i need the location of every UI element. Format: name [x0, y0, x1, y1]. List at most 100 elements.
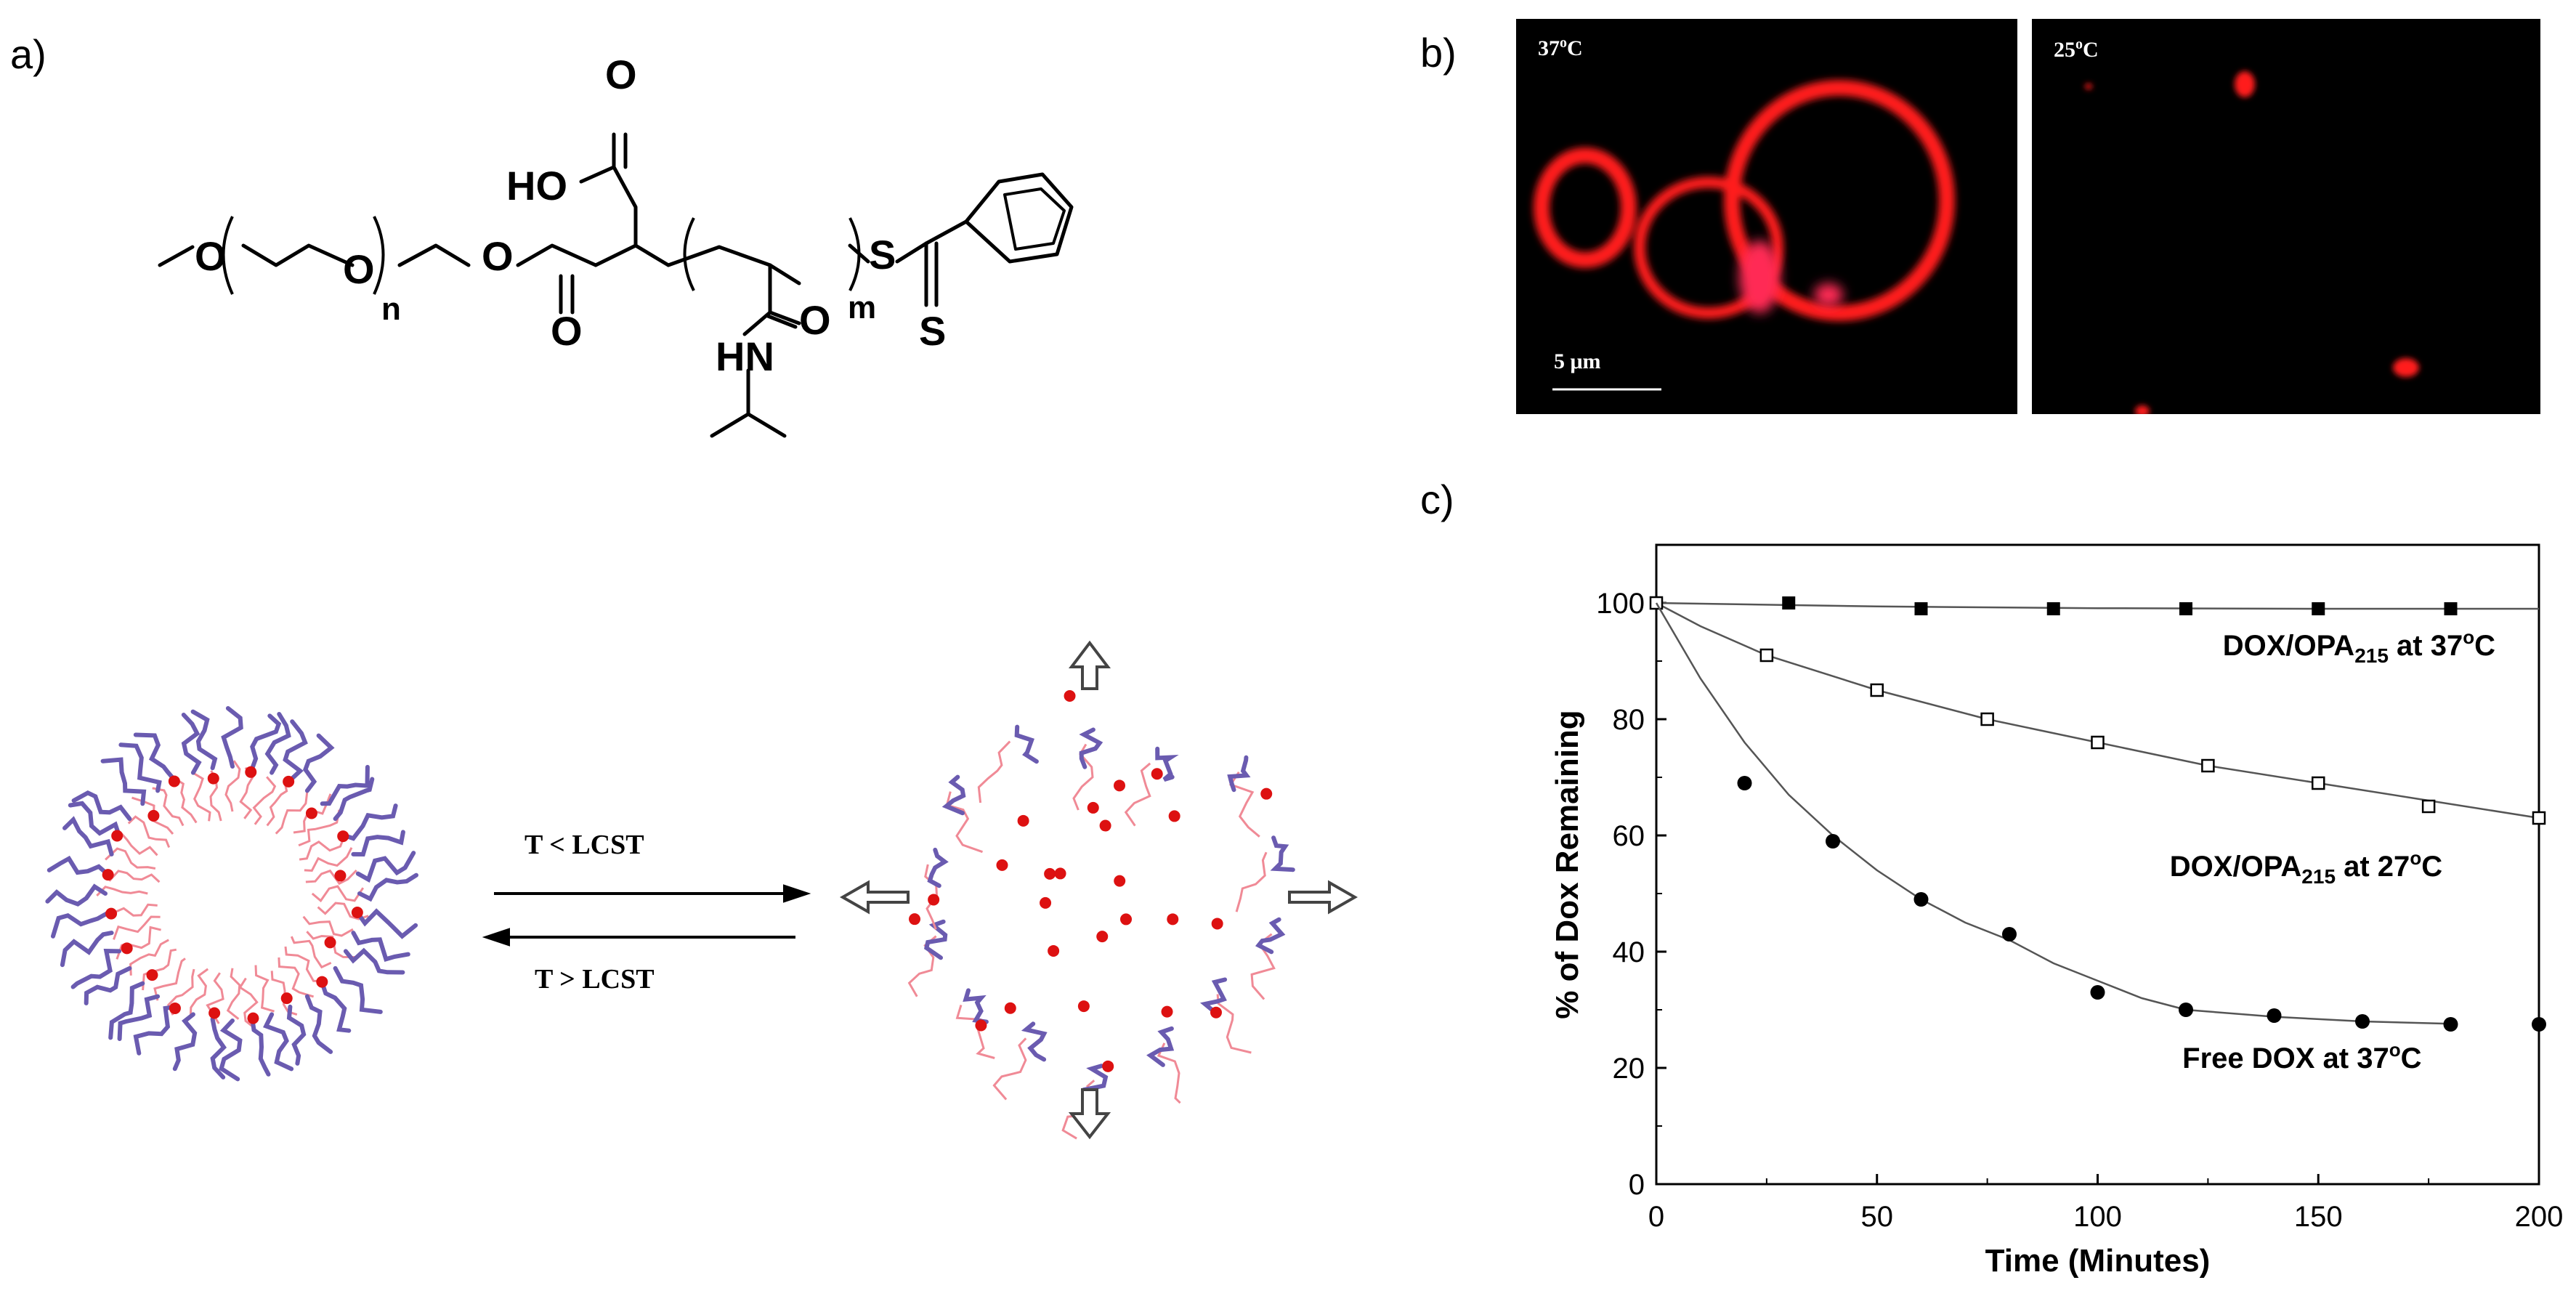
corona-chain — [357, 872, 418, 902]
drug-dot — [1167, 913, 1179, 926]
y-tick-label: 80 — [1613, 704, 1645, 736]
core-chain — [175, 778, 198, 824]
core-chain — [152, 787, 185, 827]
corona-chain — [263, 1012, 294, 1072]
data-point — [2444, 602, 2458, 615]
panel-label-c: c) — [1420, 477, 1454, 522]
corona-chain — [133, 1004, 177, 1056]
drug-dot — [1044, 867, 1056, 880]
corona-chain — [1021, 1021, 1048, 1062]
core-chain — [275, 790, 309, 835]
corona-chain — [118, 742, 162, 793]
corona-chain — [46, 855, 110, 876]
corona-chain — [190, 709, 218, 771]
data-point — [2201, 758, 2215, 773]
drug-dot — [1054, 867, 1066, 880]
s-thione: S — [919, 308, 946, 354]
drug-dot — [975, 1019, 987, 1032]
up-arrow-icon — [1068, 640, 1111, 690]
data-point — [2532, 1017, 2546, 1032]
corona-chain — [221, 706, 243, 769]
corona-chain — [181, 713, 202, 775]
drug-dot — [1120, 913, 1133, 926]
corona-chain — [250, 1016, 271, 1077]
core-chain — [304, 847, 353, 872]
x-tick-label: 200 — [2515, 1201, 2564, 1233]
data-point — [2046, 602, 2060, 615]
corona-chain — [68, 801, 122, 838]
core-chain — [116, 926, 161, 960]
data-point — [2443, 1017, 2458, 1032]
corona-chain — [927, 847, 949, 888]
data-point — [1737, 776, 1752, 790]
core-chain — [290, 936, 332, 969]
data-point — [2355, 1014, 2370, 1029]
core-chain — [302, 915, 354, 937]
data-point — [1980, 712, 1994, 726]
micelle-scheme: T < LCST T > LCST — [45, 640, 1358, 1140]
data-point — [1913, 892, 1929, 907]
o-methoxy: O — [195, 233, 227, 279]
drug-dot — [247, 1012, 259, 1024]
ho-label: HO — [506, 163, 567, 208]
y-tick-label: 40 — [1613, 936, 1645, 968]
corona-chain — [320, 981, 352, 1033]
x-tick-label: 0 — [1648, 1201, 1664, 1233]
n-subscript: n — [381, 291, 401, 327]
core-chain — [298, 809, 341, 847]
corona-chain — [304, 994, 333, 1054]
drug-dot — [1048, 944, 1060, 957]
corona-chain — [84, 965, 132, 1005]
core-chain — [1235, 851, 1268, 912]
core-chain — [284, 946, 326, 983]
y-tick-label: 0 — [1629, 1169, 1645, 1201]
drug-dot — [316, 976, 328, 988]
corona-chain — [286, 1004, 307, 1066]
o-amide: O — [799, 297, 831, 343]
drug-dot — [1151, 768, 1163, 780]
data-point — [2421, 799, 2436, 814]
s-thioether: S — [869, 232, 896, 278]
drug-dot — [1114, 875, 1126, 887]
drug-dot — [121, 942, 133, 955]
drug-dot — [1087, 801, 1099, 814]
panel-label-a: a) — [10, 31, 46, 77]
y-tick-label: 100 — [1596, 588, 1645, 620]
drug-dot — [996, 859, 1008, 871]
corona-chain — [219, 1019, 243, 1082]
data-point — [1870, 683, 1884, 697]
reverse-condition: T > LCST — [535, 964, 655, 995]
core-chain — [266, 780, 288, 827]
data-point — [2179, 602, 2192, 615]
corona-chain — [283, 719, 308, 783]
core-chain — [955, 1004, 995, 1059]
core-chain — [278, 957, 315, 998]
drug-dot — [1168, 810, 1180, 822]
corona-chain — [343, 947, 405, 975]
o-carbonyl: O — [551, 308, 583, 354]
drug-dot — [283, 775, 295, 787]
drug-dot — [245, 766, 257, 778]
data-point — [2312, 776, 2325, 790]
corona-chain — [100, 757, 147, 806]
panel-label-b: b) — [1420, 30, 1457, 76]
data-point — [1782, 596, 1796, 610]
core-chain — [305, 869, 357, 886]
scalebar-label: 5 μm — [1554, 349, 1601, 373]
corona-chain — [1079, 727, 1103, 769]
drug-dot — [1064, 689, 1076, 702]
core-chain — [1250, 933, 1276, 1000]
drug-dot — [1004, 1002, 1016, 1014]
drug-dot — [1102, 1060, 1114, 1072]
core-chain — [224, 760, 241, 812]
series-label: DOX/OPA215 at 27oC — [2170, 847, 2442, 888]
fit-line-0 — [1656, 602, 2539, 610]
data-point — [2002, 927, 2017, 941]
polymer-structure: O O n O O HO O m S S O HN — [158, 52, 1074, 438]
corona-chain — [351, 931, 410, 962]
corona-chain — [351, 830, 405, 857]
core-chain — [129, 939, 169, 976]
corona-chain — [320, 764, 370, 806]
core-chain — [96, 886, 148, 896]
core-chain — [226, 968, 241, 1020]
